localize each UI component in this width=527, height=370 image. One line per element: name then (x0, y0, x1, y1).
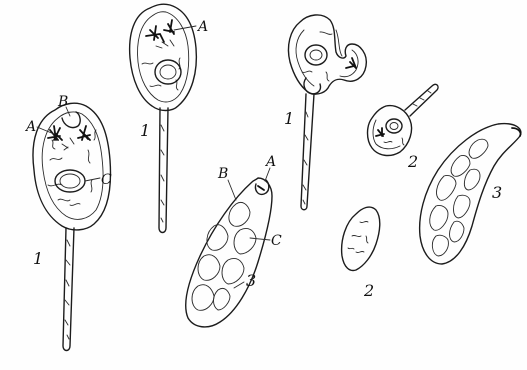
stage-2-tailed-cell: 2 (368, 84, 439, 171)
label-a-left: A (24, 119, 36, 135)
stage-number-left: 1 (33, 249, 43, 268)
granules-a-top (146, 20, 174, 48)
sac-chambers-right (430, 139, 488, 256)
stage-1-curved-cell: 1 (284, 15, 366, 210)
label-a-top: A (196, 19, 208, 35)
stage-number-top: 1 (140, 121, 150, 140)
label-b-left: B (57, 94, 68, 110)
label-c-left: C (101, 172, 112, 188)
granules-a-left (48, 126, 90, 150)
label-b-center: B (217, 166, 228, 182)
stage-number-right-sac: 3 (492, 183, 502, 202)
stage-3-sac-center: A B C 3 (186, 154, 282, 327)
stage-number-small-tailed: 2 (407, 152, 418, 171)
tail-left (63, 228, 74, 351)
label-a-center: A (264, 154, 276, 170)
stage-3-sac-right: 3 (420, 124, 521, 264)
stage-1-cell-left: A B C 1 (24, 94, 112, 351)
stage-number-small-oval: 2 (363, 281, 374, 300)
stage-number-center-sac: 3 (246, 271, 256, 290)
nucleus-c-left (55, 170, 85, 192)
stage-number-curved: 1 (284, 109, 294, 128)
label-c-center: C (271, 233, 282, 249)
stage-2-oval-cell: 2 (342, 207, 380, 300)
stage-1-cell-top: A 1 (130, 4, 208, 232)
sac-chambers-center (192, 202, 256, 310)
